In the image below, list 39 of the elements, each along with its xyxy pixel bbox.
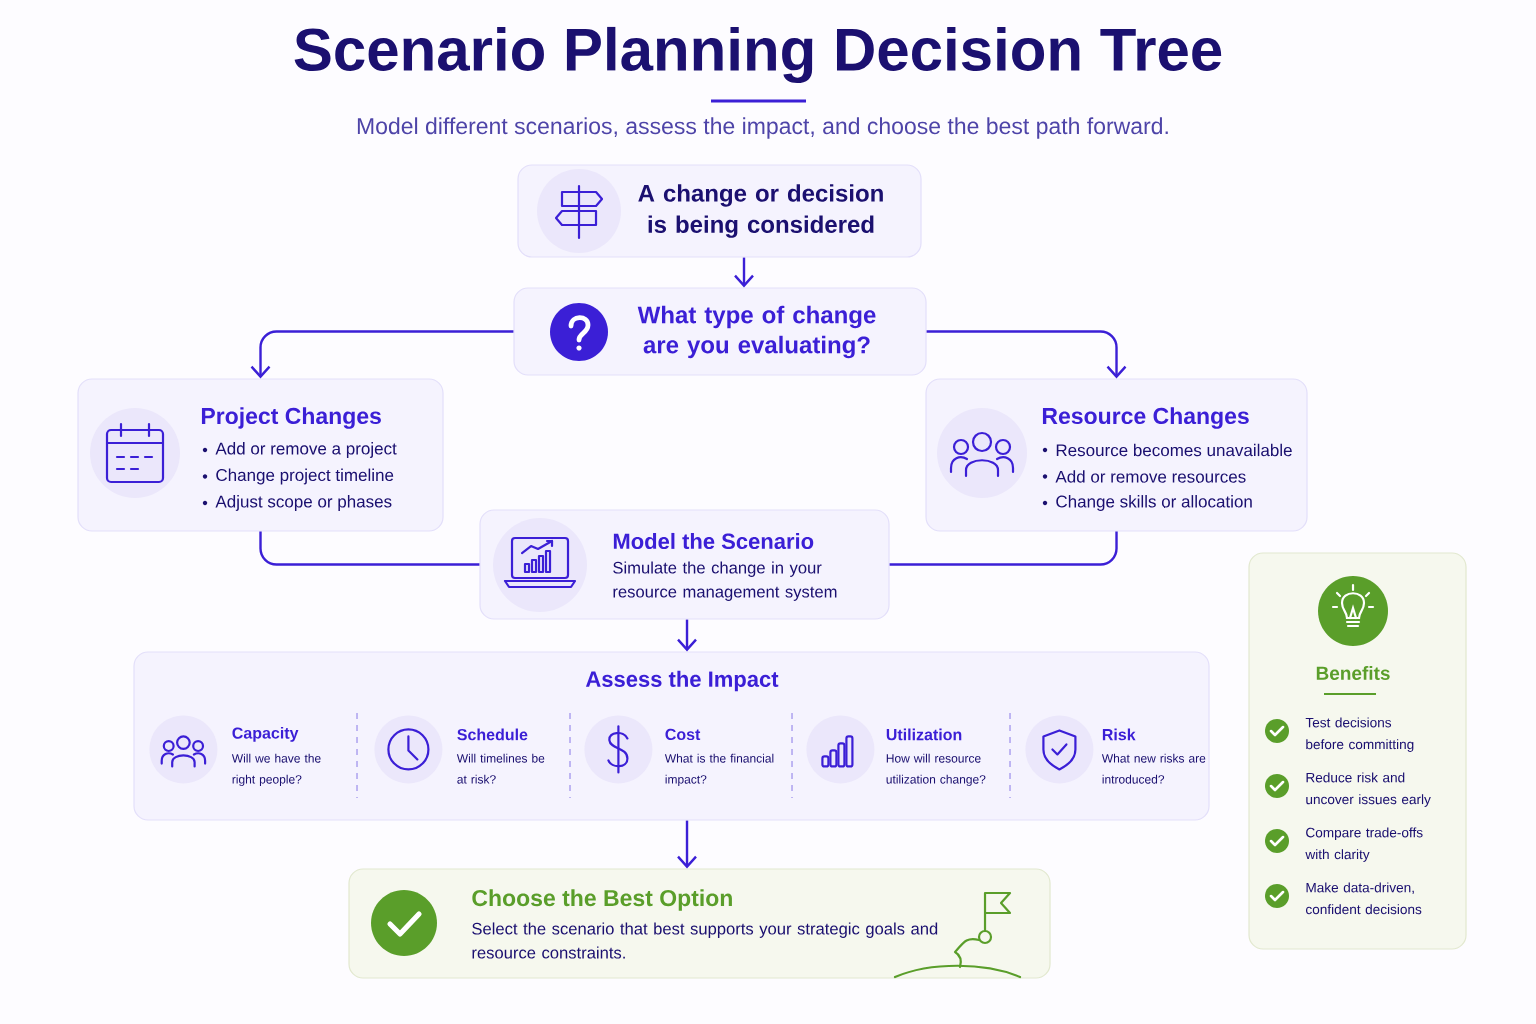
list-text: Add or remove a project (215, 442, 397, 458)
item-heading: Schedule (457, 728, 528, 741)
arrow (734, 257, 754, 288)
list-text: Resource becomes unavailable (1056, 443, 1292, 457)
item-text: Will we have the right people? (231, 753, 321, 786)
item-text: What new risks are introduced? (1101, 753, 1206, 784)
list-text: Change skills or allocation (1056, 495, 1252, 511)
item-text: Will timelines be at risk? (456, 753, 545, 784)
card-heading: Project Changes (201, 407, 381, 429)
item-heading: Capacity (232, 726, 299, 742)
item-text: What is the financial impact? (664, 753, 774, 786)
benefit-text: Compare trade-offs with clarity (1305, 827, 1423, 862)
title: Scenario Planning Decision Tree (294, 26, 1222, 84)
subtitle: Model different scenarios, assess the impact, and choose the best path forward. (357, 117, 1168, 139)
item-heading: Cost (665, 728, 701, 741)
arrow (677, 820, 697, 869)
card-heading: Resource Changes (1042, 407, 1249, 429)
connector-line (889, 531, 1118, 566)
panel-heading: Assess the Impact (585, 670, 779, 692)
card-text: Simulate the change in your resource management system (613, 561, 837, 601)
card-heading: Model the Scenario (613, 532, 814, 550)
arrow (677, 619, 697, 652)
arrow (250, 330, 514, 379)
panel-heading: Benefits (1316, 666, 1390, 680)
card-heading: Choose the Best Option (472, 889, 732, 911)
benefit-text: Reduce risk and uncover issues early (1306, 772, 1431, 807)
benefit-text: Test decisions before committing (1305, 717, 1414, 752)
item-heading: Utilization (886, 728, 962, 741)
item-heading: Risk (1102, 728, 1136, 741)
list-text: Add or remove resources (1055, 470, 1246, 483)
connector-line (259, 531, 480, 566)
list-text: Adjust scope or phases (215, 495, 392, 511)
card-text: Select the scenario that best supports your strategic goals and resource constraints. (472, 922, 938, 959)
arrow (926, 330, 1127, 379)
list-text: Change project timeline (216, 468, 394, 485)
benefit-text: Make data-driven, confident decisions (1306, 882, 1422, 915)
item-text: How will resource utilization change? (886, 753, 986, 786)
card-text: What type of change are you evaluating? (637, 305, 876, 359)
card-text: A change or decision is being considered (638, 184, 883, 238)
